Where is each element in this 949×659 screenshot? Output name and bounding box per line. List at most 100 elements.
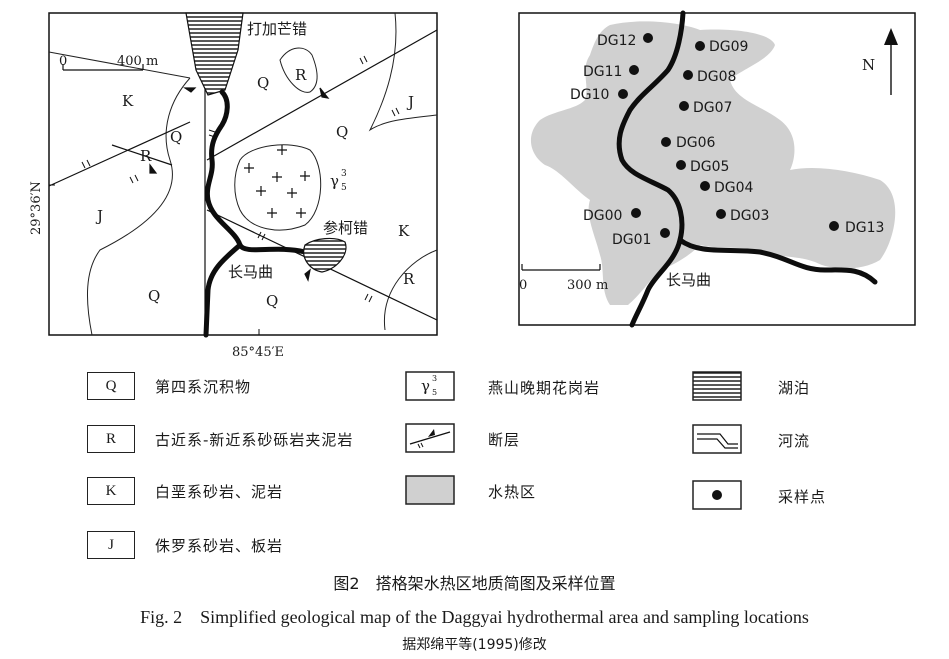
legend-sample-box	[692, 480, 742, 510]
left-scale-zero: 0	[59, 54, 67, 69]
legend-item-J: J 侏罗系砂岩、板岩	[87, 531, 283, 559]
legend-lake-box	[692, 371, 742, 401]
longitude-label: 85°45′E	[232, 345, 284, 360]
label-changmaqu-right: 长马曲	[666, 271, 711, 289]
unit-Q-1: Q	[170, 128, 182, 146]
legend-fault-arrow	[428, 429, 435, 437]
unit-K-1: K	[122, 92, 134, 110]
sample-label-dg00: DG00	[583, 208, 622, 224]
north-arrow-head	[884, 28, 898, 45]
unit-J-2: J	[406, 93, 414, 111]
legend-sample-text: 采样点	[778, 488, 827, 506]
sample-point-dg05	[676, 160, 686, 170]
sample-point-dg10	[618, 89, 628, 99]
legend-hydro-text: 水热区	[488, 483, 537, 501]
right-sampling-map: N 0 300 m 长马曲 DG12 DG09 DG11 DG08 DG10 D…	[518, 10, 916, 328]
sample-point-dg06	[661, 137, 671, 147]
lake-dajiamangcuo	[185, 12, 244, 96]
sample-point-dg01	[660, 228, 670, 238]
unit-J-1: J	[95, 207, 103, 225]
unit-R-1: R	[140, 147, 152, 165]
river-changmaqu-left-lower	[203, 242, 243, 338]
legend-hydro-box	[405, 475, 455, 505]
legend-sample-dot	[712, 490, 722, 500]
legend-R-box: R	[87, 425, 135, 453]
legend-granite-sub: 5	[432, 388, 437, 397]
legend-R-text: 古近系-新近系砂砾岩夹泥岩	[155, 430, 354, 449]
sample-point-dg09	[695, 41, 705, 51]
sample-label-dg10: DG10	[570, 87, 609, 103]
label-cankecuo: 参柯错	[323, 219, 368, 237]
legend-granite-gamma: γ	[421, 377, 430, 395]
granite-sup: 3	[341, 169, 347, 179]
caption-source: 据郑绵平等(1995)修改	[402, 637, 547, 653]
sample-point-dg07	[679, 101, 689, 111]
granite-crosses	[244, 145, 310, 218]
legend-lake-text: 湖泊	[778, 379, 811, 397]
unit-R-3: R	[403, 270, 415, 288]
sample-point-dg00	[631, 208, 641, 218]
sample-label-dg09: DG09	[709, 39, 748, 55]
sample-label-dg08: DG08	[697, 69, 736, 85]
sample-point-dg04	[700, 181, 710, 191]
sample-label-dg11: DG11	[583, 64, 622, 80]
unit-Q-2: Q	[148, 287, 160, 305]
fault-ticks	[81, 55, 400, 303]
legend-graphics: γ 3 5	[405, 371, 742, 510]
right-scale-label: 300 m	[567, 278, 608, 293]
geologic-boundaries	[48, 12, 438, 336]
granite-symbol: γ	[330, 172, 339, 190]
unit-R-2: R	[295, 66, 307, 84]
label-dajiamangcuo: 打加芒错	[247, 20, 307, 38]
legend-item-R: R 古近系-新近系砂砾岩夹泥岩	[87, 425, 353, 453]
legend-item-Q: Q 第四系沉积物	[87, 372, 251, 400]
left-map-frame	[48, 12, 438, 336]
legend-river-line-a	[697, 433, 738, 445]
legend-item-K: K 白垩系砂岩、泥岩	[87, 477, 283, 505]
legend-K-box: K	[87, 477, 135, 505]
latitude-label: 29°36′N	[29, 181, 44, 235]
sample-point-dg12	[643, 33, 653, 43]
legend-Q-box: Q	[87, 372, 135, 400]
unit-Q-4: Q	[336, 123, 348, 141]
legend-river-text: 河流	[778, 432, 811, 450]
river-changmaqu-right-east	[677, 237, 878, 285]
legend-granite-sup: 3	[432, 374, 437, 383]
legend-granite-box	[405, 371, 455, 401]
legend-fault-ticks	[417, 442, 424, 449]
unit-Q-3: Q	[257, 74, 269, 92]
river-changmaqu-right	[616, 10, 686, 328]
granite-sub: 5	[341, 183, 347, 193]
legend-granite-text: 燕山晚期花岗岩	[488, 379, 601, 397]
sample-label-dg13: DG13	[845, 220, 884, 236]
legend-fault-line	[409, 431, 451, 445]
left-scale-label: 400 m	[117, 54, 158, 69]
sampling-points: DG12 DG09 DG11 DG08 DG10 DG07 DG06 DG05 …	[570, 33, 884, 248]
sample-point-dg08	[683, 70, 693, 80]
caption-english: Fig. 2 Simplified geological map of the …	[140, 607, 809, 627]
sample-label-dg04: DG04	[714, 180, 754, 196]
legend-river-line-b	[697, 438, 738, 449]
sample-label-dg12: DG12	[597, 33, 636, 49]
legend-J-text: 侏罗系砂岩、板岩	[155, 536, 284, 555]
label-changmaqu-left: 长马曲	[228, 263, 273, 281]
legend-Q-text: 第四系沉积物	[155, 377, 252, 396]
fault-arrows	[149, 87, 330, 282]
caption-chinese: 图2 搭格架水热区地质简图及采样位置	[333, 574, 616, 593]
left-scale-bar	[62, 64, 144, 71]
right-scale-zero: 0	[519, 278, 527, 293]
unit-K-2: K	[398, 222, 410, 240]
sample-point-dg03	[716, 209, 726, 219]
sample-point-dg13	[829, 221, 839, 231]
sample-label-dg03: DG03	[730, 208, 769, 224]
lake-cankecuo	[303, 237, 347, 273]
sample-label-dg05: DG05	[690, 159, 729, 175]
north-label: N	[862, 56, 875, 74]
sample-label-dg01: DG01	[612, 232, 651, 248]
legend-J-box: J	[87, 531, 135, 559]
legend-fault-text: 断层	[488, 431, 521, 449]
unit-Q-5: Q	[266, 292, 278, 310]
right-scale-bar	[521, 264, 601, 271]
sample-label-dg07: DG07	[693, 100, 732, 116]
